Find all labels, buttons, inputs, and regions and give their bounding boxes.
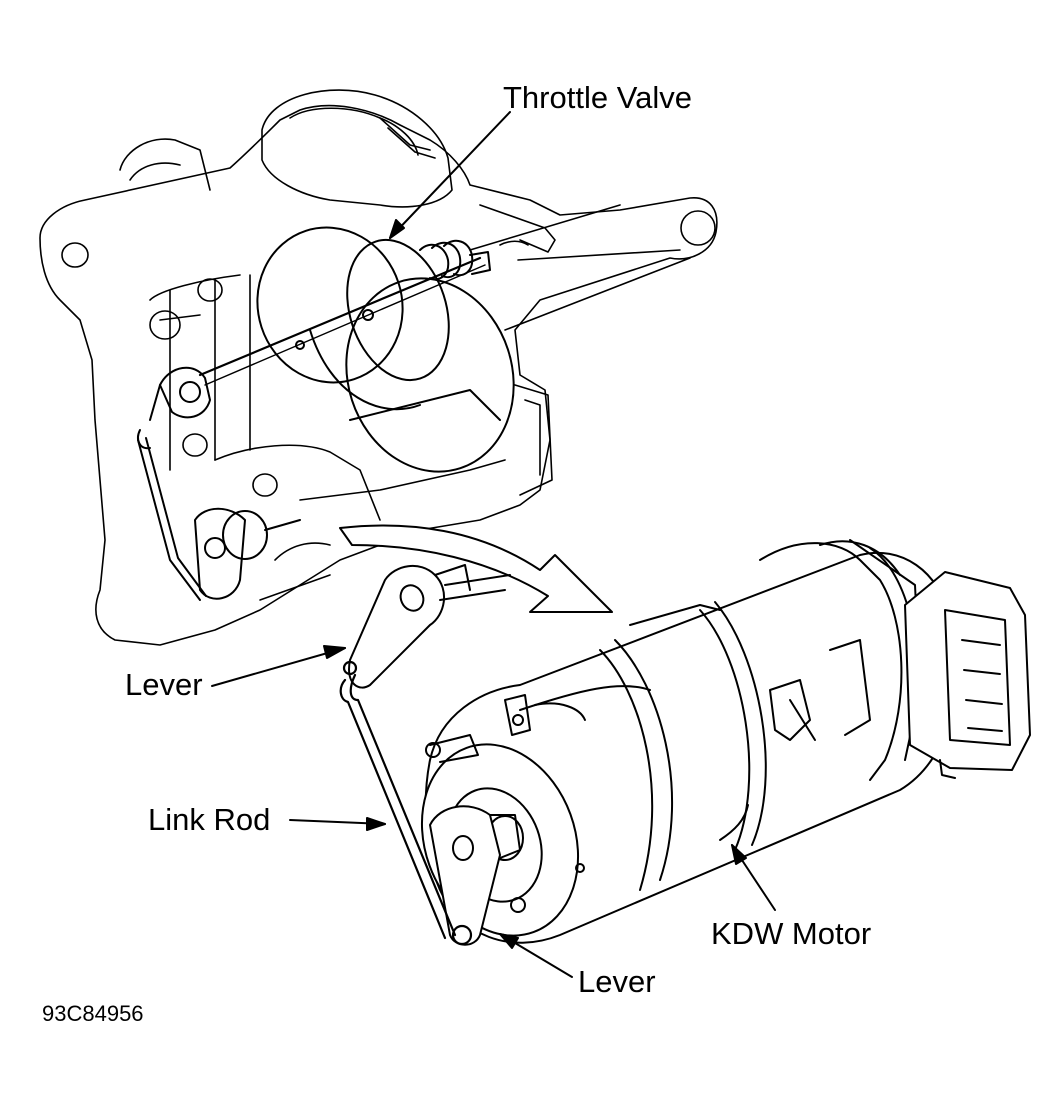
motor-lever-top	[348, 564, 511, 689]
lever-top-label: Lever	[125, 667, 203, 702]
throttle-valve-arrowhead	[389, 219, 405, 239]
link-rod	[339, 660, 473, 946]
throttle-valve-label: Throttle Valve	[503, 80, 692, 115]
lever-top-leader	[211, 647, 346, 687]
link-rod-arrowhead	[366, 817, 386, 831]
kdw-motor-arrowhead	[731, 844, 747, 865]
lever-bottom-arrowhead	[499, 933, 519, 949]
kdw-motor	[420, 539, 1031, 944]
link-rod-label: Link Rod	[148, 802, 271, 837]
throttle-valve	[198, 226, 515, 473]
throttle-valve-leader	[389, 111, 511, 239]
lever-bottom-label: Lever	[578, 964, 656, 999]
curved-arrow	[339, 524, 613, 613]
leader-lines	[211, 111, 776, 978]
kdw-motor-label: KDW Motor	[711, 916, 872, 951]
motor-lever-bottom	[429, 805, 521, 946]
throttle-body-linkage	[137, 366, 301, 601]
throttle-body-housing	[39, 89, 718, 646]
lever-top-arrowhead	[323, 645, 346, 659]
figure-id: 93C84956	[42, 1001, 144, 1026]
